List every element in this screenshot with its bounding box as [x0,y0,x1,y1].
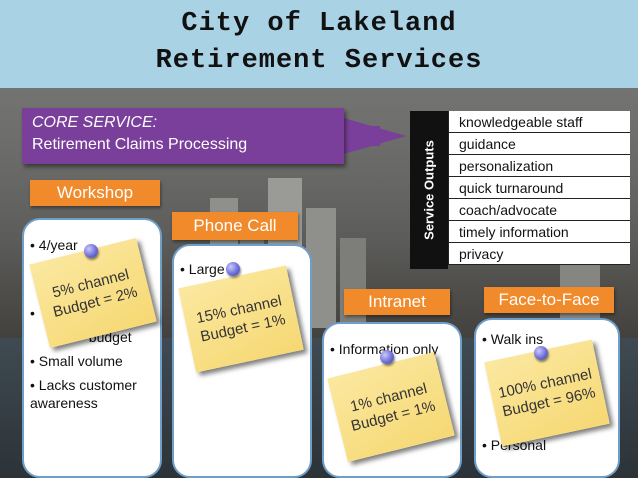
service-outputs-heading-cell: Service Outputs [410,111,448,269]
pushpin-icon [534,346,548,360]
workshop-label: Workshop [56,183,134,202]
face-to-face-header: Face-to-Face [484,287,614,313]
title-line-1: City of Lakeland [181,9,457,39]
output-item: knowledgeable staff [448,111,630,133]
output-item: guidance [448,133,630,155]
output-item: quick turnaround [448,177,630,199]
core-arrow [344,118,406,154]
service-outputs-list: knowledgeable staff guidance personaliza… [448,111,630,265]
output-item: timely information [448,221,630,243]
workshop-bullet: 4/year [30,236,154,254]
phone-call-label: Phone Call [193,216,277,235]
workshop-bullet: Lacks customer awareness [30,376,154,412]
title-line-2: Retirement Services [155,46,483,76]
core-service-box: CORE SERVICE: Retirement Claims Processi… [22,108,344,164]
output-item: privacy [448,243,630,265]
service-outputs-heading: Service Outputs [421,140,437,240]
intranet-header: Intranet [344,289,450,315]
pushpin-icon [84,244,98,258]
pushpin-icon [226,262,240,276]
phone-bullet: Large [180,260,304,278]
intranet-bullet: Information only [330,340,454,358]
workshop-bullet: Small volume [30,352,154,370]
phone-call-header: Phone Call [172,212,298,240]
face-bullet: Walk ins [482,330,612,348]
intranet-label: Intranet [368,292,426,311]
core-service-label: CORE SERVICE: [32,114,158,131]
core-service-name: Retirement Claims Processing [32,136,248,153]
title-band: City of Lakeland Retirement Services [0,0,638,88]
service-outputs-table: Service Outputs knowledgeable staff guid… [410,111,630,269]
face-to-face-label: Face-to-Face [498,290,600,309]
workshop-header: Workshop [30,180,160,206]
pushpin-icon [380,350,394,364]
output-item: coach/advocate [448,199,630,221]
output-item: personalization [448,155,630,177]
